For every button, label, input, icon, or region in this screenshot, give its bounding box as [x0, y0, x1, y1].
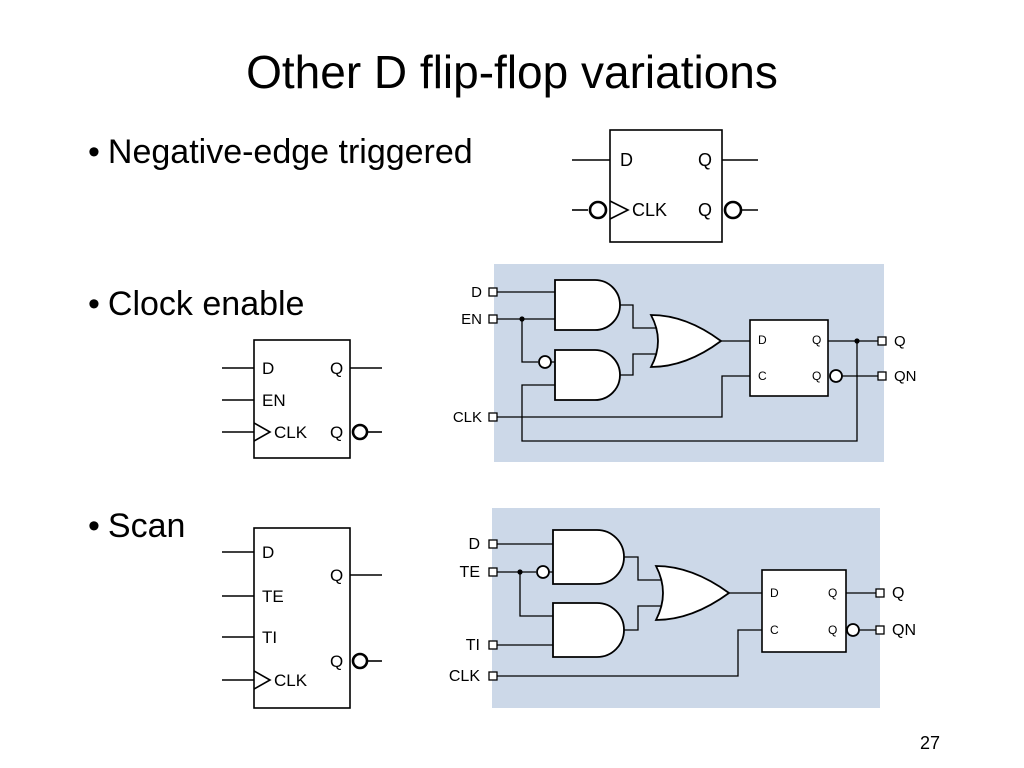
ce-sch-pad-clk [488, 412, 498, 422]
bullet-text: Scan [107, 507, 186, 545]
scan-pin-d: D [262, 543, 274, 562]
ce-sch-label-qn: QN [894, 368, 917, 385]
ce-and2-inverter-bubble [538, 355, 552, 369]
neg-edge-flip-flop-symbol [572, 129, 758, 243]
scan-pin-ti: TI [262, 628, 277, 647]
ce-junction-q [854, 338, 860, 344]
ce-pin-q: Q [330, 359, 343, 378]
scan-sch-label-te: TE [460, 564, 480, 581]
scan-qn-bubble [351, 652, 369, 670]
scan-sch-ff-pin-qn: Q [828, 623, 837, 637]
ce-pin-en: EN [262, 391, 286, 410]
neg-edge-pin-clk: CLK [632, 200, 667, 220]
neg-edge-qn-bubble [723, 200, 743, 220]
slide-title: Other D flip-flop variations [246, 46, 778, 98]
clock-enable-schematic [488, 279, 887, 442]
ce-sch-pad-d [488, 287, 498, 297]
scan-flip-flop-symbol [222, 527, 382, 709]
scan-sch-label-clk: CLK [449, 668, 480, 685]
ce-sch-pad-en [488, 314, 498, 324]
ce-junction-en [519, 316, 525, 322]
ce-wire-and1-or [620, 304, 656, 329]
ce-wire-en-branch [521, 319, 538, 363]
ce-and-gate-2 [554, 349, 621, 401]
scan-sch-pad-q [875, 588, 885, 598]
scan-and1-inverter-bubble [536, 565, 550, 579]
clock-enable-flip-flop-symbol [222, 339, 382, 459]
scan-schematic [488, 529, 885, 681]
scan-sch-pad-clk [488, 671, 498, 681]
neg-edge-clk-bubble [588, 200, 608, 220]
scan-ff-box [253, 527, 351, 709]
ce-pin-d: D [262, 359, 274, 378]
ce-sch-label-en: EN [461, 311, 482, 328]
scan-sch-label-d: D [468, 536, 480, 553]
ce-clk-triangle [253, 422, 272, 442]
ce-sch-label-d: D [471, 284, 482, 301]
scan-wire-and1-or [624, 556, 661, 581]
scan-sch-ff-pin-q: Q [828, 586, 837, 600]
ce-wire-feedback [521, 341, 858, 442]
neg-edge-pin-d: D [620, 150, 633, 170]
scan-clk-triangle [253, 670, 272, 690]
ce-ff-box [253, 339, 351, 459]
bullet-text: Negative-edge triggered [107, 133, 473, 171]
ce-sch-ff-pin-d: D [758, 333, 767, 347]
scan-sch-ff-pin-c: C [770, 623, 779, 637]
scan-sch-qn-bubble [846, 623, 860, 637]
neg-edge-ff-box [609, 129, 723, 243]
neg-edge-pin-qn: Q [698, 200, 712, 220]
ce-sch-pad-q [877, 336, 887, 346]
scan-or-gate [654, 565, 731, 621]
bullet-text: Clock enable [107, 285, 305, 323]
scan-wire-and2-or [624, 605, 661, 631]
scan-wire-clk [497, 629, 762, 677]
scan-and-gate-2 [552, 602, 625, 658]
ce-qn-bubble [351, 423, 369, 441]
ce-wire-and2-or [620, 353, 656, 376]
scan-sch-pad-qn [875, 625, 885, 635]
ce-sch-ff-pin-c: C [758, 369, 767, 383]
ce-sch-pad-qn [877, 371, 887, 381]
ce-pin-qn: Q [330, 423, 343, 442]
ce-or-gate [649, 314, 723, 368]
scan-pin-clk: CLK [274, 671, 308, 690]
scan-sch-pad-d [488, 539, 498, 549]
scan-sch-ff-pin-d: D [770, 586, 779, 600]
scan-wire-te-branch [519, 572, 553, 617]
bullet-negative-edge: •Negative-edge triggered [88, 133, 473, 171]
scan-sch-flip-flop [761, 569, 847, 653]
ce-sch-ff-pin-q: Q [812, 333, 821, 347]
scan-junction-te [517, 569, 523, 575]
scan-pin-qn: Q [330, 652, 343, 671]
ce-sch-flip-flop [749, 319, 829, 397]
ce-sch-ff-pin-qn: Q [812, 369, 821, 383]
neg-edge-clk-triangle [609, 200, 630, 220]
scan-pin-te: TE [262, 587, 284, 606]
bullet-scan: •Scan [88, 507, 186, 545]
ce-sch-label-q: Q [894, 333, 906, 350]
ce-sch-label-clk: CLK [453, 409, 482, 426]
scan-sch-label-q: Q [892, 585, 904, 602]
ce-wire-clk [497, 375, 750, 418]
bullet-clock-enable: •Clock enable [88, 285, 305, 323]
scan-pin-q: Q [330, 566, 343, 585]
scan-sch-pad-ti [488, 640, 498, 650]
scan-and-gate-1 [552, 529, 625, 585]
ce-and-gate-1 [554, 279, 621, 331]
ce-pin-clk: CLK [274, 423, 308, 442]
scan-sch-pad-te [488, 567, 498, 577]
scan-sch-label-qn: QN [892, 622, 916, 639]
scan-sch-label-ti: TI [466, 637, 480, 654]
page-number: 27 [919, 733, 940, 753]
ce-sch-qn-bubble [829, 369, 843, 383]
neg-edge-pin-q: Q [698, 150, 712, 170]
